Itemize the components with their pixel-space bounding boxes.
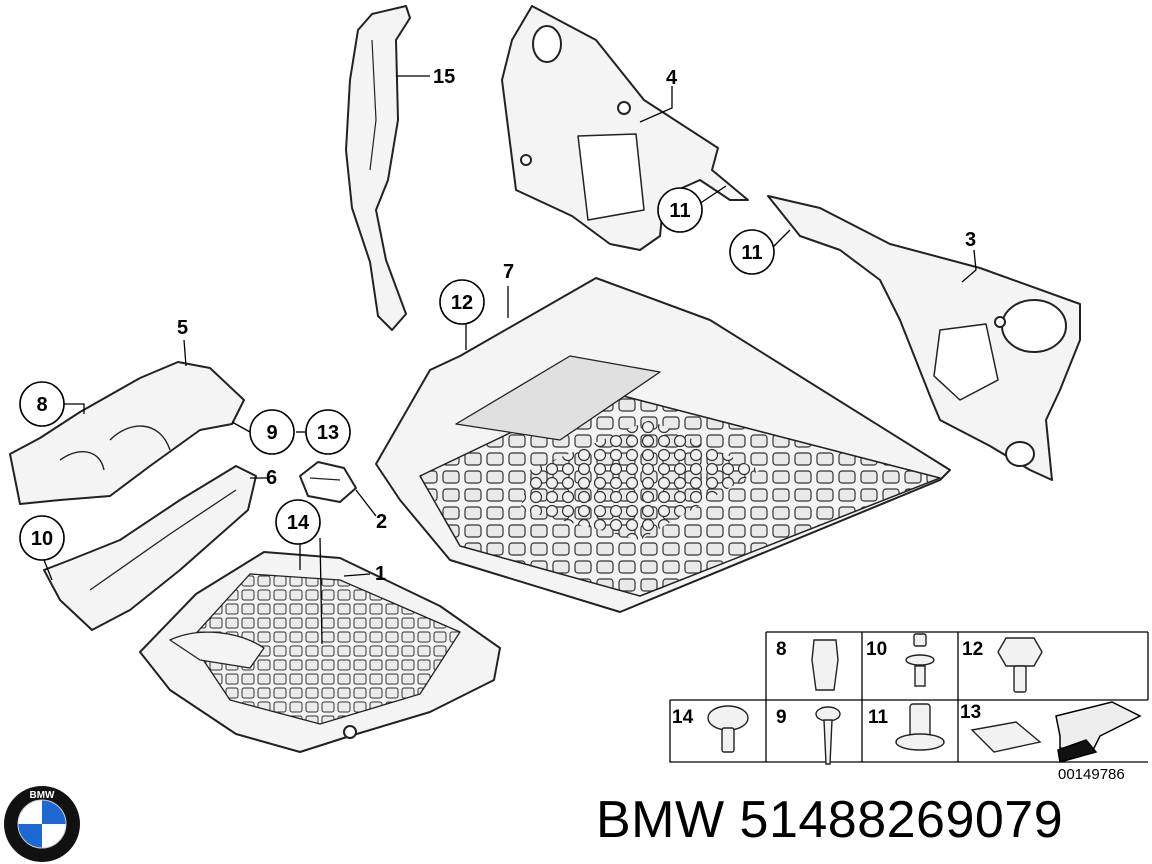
part-15-bracket [345, 5, 411, 331]
callout-5: 5 [177, 317, 188, 339]
callout-8: 8 [36, 394, 47, 416]
part-4-panel [501, 5, 749, 251]
speed-nut-13-icon [970, 721, 1042, 753]
hex-bolt-12-icon [997, 637, 1043, 693]
push-rivet-10-icon [905, 633, 935, 687]
callout-3: 3 [965, 229, 976, 251]
arrow-left-down-icon [1055, 701, 1142, 763]
grid-label-14: 14 [672, 707, 694, 728]
svg-text:BMW: BMW [30, 790, 56, 801]
callout-11a: 11 [669, 200, 690, 222]
callout-9: 9 [266, 422, 277, 444]
document-number: 00149786 [1058, 766, 1125, 783]
callout-10: 10 [31, 528, 53, 550]
callout-13: 13 [317, 422, 339, 444]
callout-12: 12 [451, 292, 473, 314]
hardware-grid: 8 10 12 14 9 11 13 [669, 631, 1149, 765]
part-6-strip [43, 465, 257, 631]
bmw-logo: BMW [4, 786, 80, 862]
part-3-panel [767, 195, 1081, 481]
part-7-underbody-shield [375, 277, 951, 613]
part-2-clip [299, 461, 357, 503]
callout-circles [19, 187, 775, 561]
callout-labels: 15 4 3 7 5 6 2 1 [177, 66, 976, 585]
callout-11b: 11 [741, 242, 762, 264]
callout-1: 1 [375, 563, 386, 585]
callout-6: 6 [266, 467, 277, 489]
callout-2: 2 [376, 511, 387, 533]
grid-label-8: 8 [776, 639, 787, 660]
callout-circle-labels: 11 11 12 8 9 13 14 10 [31, 200, 763, 550]
leader-lines [43, 75, 977, 645]
grid-label-11: 11 [868, 707, 889, 728]
grid-label-12: 12 [962, 639, 983, 660]
plastic-screw-14-icon [707, 705, 749, 753]
self-tapping-screw-9-icon [815, 706, 841, 765]
part-5-panel [9, 361, 245, 505]
expanding-nut-11-icon [895, 703, 945, 751]
part-number-caption: BMW 51488269079 [596, 791, 1064, 849]
clip-nut-8-icon [811, 639, 839, 691]
callout-14: 14 [287, 512, 310, 534]
grid-label-9: 9 [776, 707, 787, 728]
grid-label-13: 13 [960, 702, 981, 723]
callout-15: 15 [433, 66, 455, 88]
callout-4: 4 [666, 67, 678, 89]
callout-7: 7 [503, 261, 514, 283]
part-1-engine-shield [139, 551, 501, 753]
grid-label-10: 10 [866, 639, 887, 660]
